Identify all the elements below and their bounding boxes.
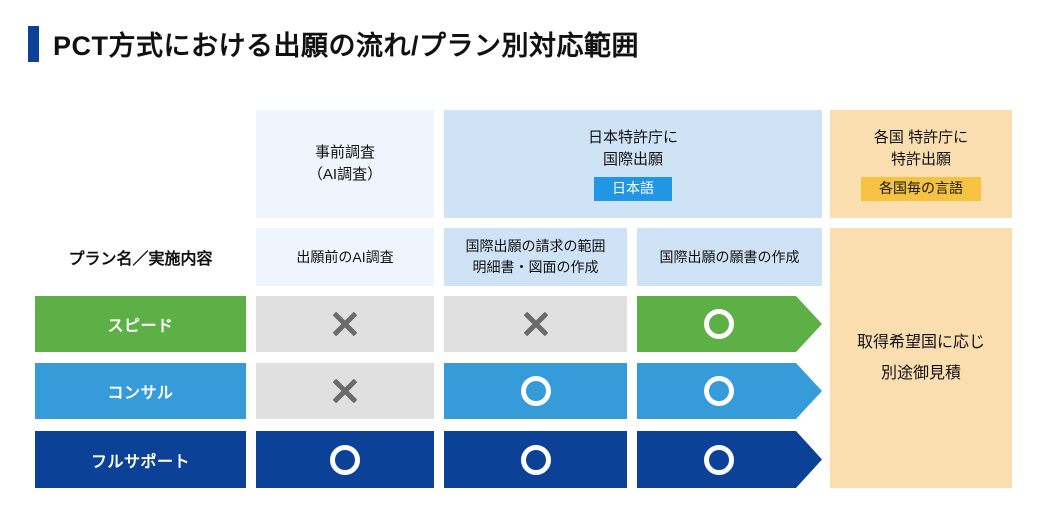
cross-icon xyxy=(523,311,549,337)
subheader-line: 国際出願の願書の作成 xyxy=(659,248,800,265)
subheader-pre-filing-ai-search: 出願前のAI調査 xyxy=(256,228,434,286)
circle-icon xyxy=(704,445,734,475)
header-prior-art-search: 事前調査 （AI調査） xyxy=(256,110,434,218)
page-title: PCT方式における出願の流れ/プラン別対応範囲 xyxy=(28,24,639,63)
circle-icon xyxy=(520,376,551,406)
subheader-line: 出願前のAI調査 xyxy=(296,248,394,265)
circle-icon xyxy=(704,309,734,339)
header-line: 特許出願 xyxy=(890,150,951,168)
header-line: 各国 特許庁に xyxy=(873,128,969,146)
cell-speed-request-form-preparation xyxy=(637,296,822,352)
header-line: 国際出願 xyxy=(602,150,663,168)
header-line: （AI調査） xyxy=(307,166,383,183)
subheader-claims-spec-drawings: 国際出願の請求の範囲 明細書・図面の作成 xyxy=(444,228,627,286)
cell-speed-claims-spec-drawings xyxy=(444,296,627,352)
header-line: 事前調査 xyxy=(314,144,375,162)
circle-icon xyxy=(330,444,360,475)
cell-speed-pre-filing-ai-search xyxy=(256,296,434,352)
plan-label-consul: コンサル xyxy=(35,363,246,419)
subheader-line: 国際出願の請求の範囲 xyxy=(465,238,606,254)
plan-label-speed: スピード xyxy=(35,296,246,352)
header-jpo-international-filing: 日本特許庁に 国際出願 日本語 xyxy=(444,110,822,218)
header-national-phase-filing: 各国 特許庁に 特許出願 各国毎の言語 xyxy=(830,110,1012,218)
language-badge-japanese: 日本語 xyxy=(594,177,672,202)
quote-panel: 取得希望国に応じ 別途御見積 xyxy=(830,228,1012,488)
title-accent-bar xyxy=(28,25,39,62)
subheader-request-form-preparation: 国際出願の願書の作成 xyxy=(637,228,822,286)
circle-icon xyxy=(704,376,734,406)
cell-consul-claims-spec-drawings xyxy=(444,363,627,419)
subheader-row-label: プラン名／実施内容 xyxy=(68,251,213,268)
page-title-text: PCT方式における出願の流れ/プラン別対応範囲 xyxy=(53,31,640,61)
cross-icon xyxy=(332,311,358,337)
cell-consul-request-form-preparation xyxy=(637,363,822,419)
cell-consul-pre-filing-ai-search xyxy=(256,363,434,419)
header-line: 日本特許庁に xyxy=(587,128,678,146)
quote-panel-line: 別途御見積 xyxy=(880,365,961,382)
circle-icon xyxy=(520,444,551,475)
quote-panel-line: 取得希望国に応じ xyxy=(856,333,985,351)
plan-label-full-support: フルサポート xyxy=(35,431,246,488)
cell-full-support-claims-spec-drawings xyxy=(444,431,627,488)
cell-full-support-pre-filing-ai-search xyxy=(256,431,434,488)
subheader-line: 明細書・図面の作成 xyxy=(472,259,599,275)
cross-icon xyxy=(332,378,358,404)
cell-full-support-request-form-preparation xyxy=(637,431,822,488)
language-badge-each-country: 各国毎の言語 xyxy=(861,177,981,202)
